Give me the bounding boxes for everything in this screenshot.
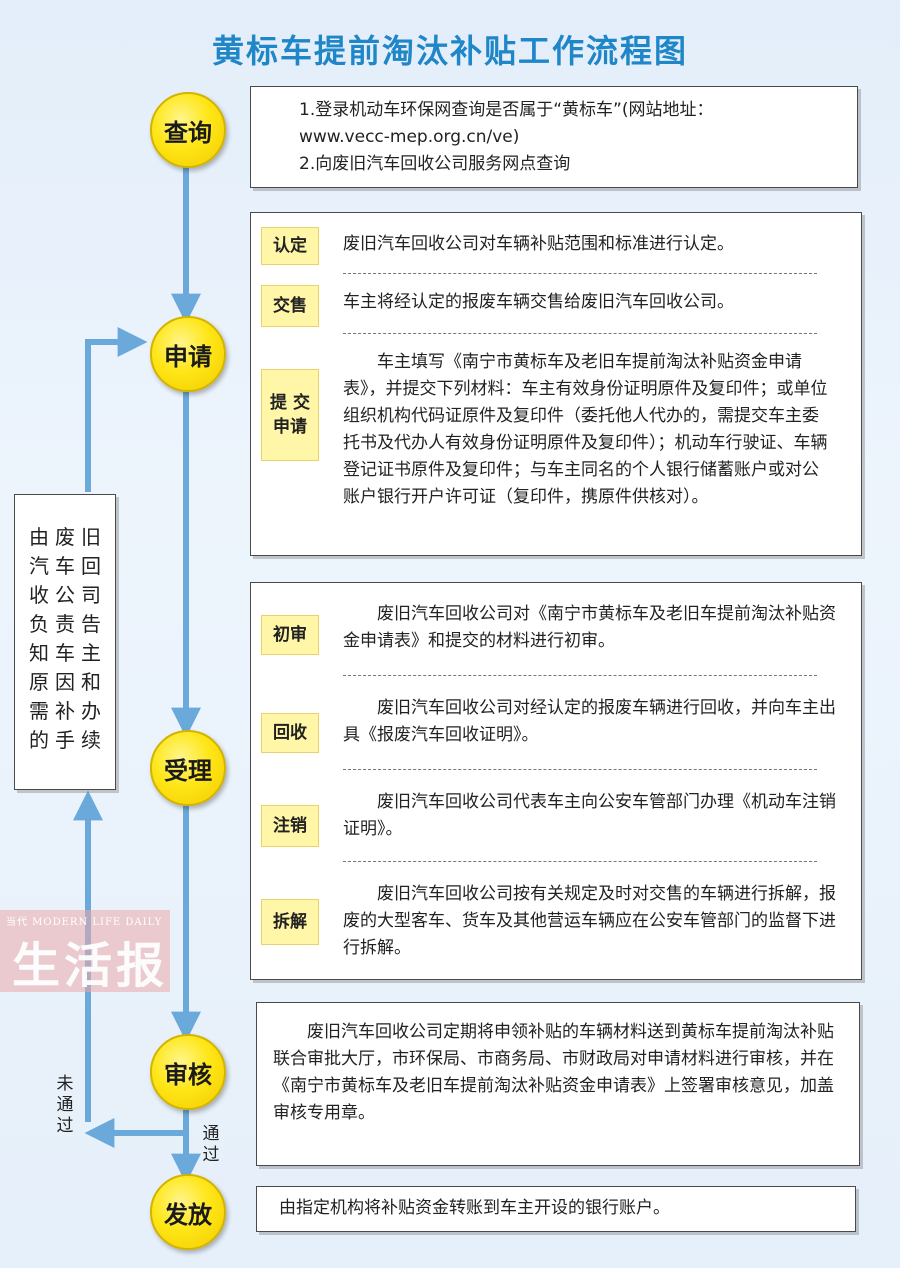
query-box: 1.登录机动车环保网查询是否属于“黄标车”(网站地址： www.vecc-mep… bbox=[250, 86, 858, 188]
tag-sell-label: 交售 bbox=[273, 296, 307, 316]
arrow-note-to-apply bbox=[85, 327, 148, 492]
apply-text-sell: 车主将经认定的报废车辆交售给废旧汽车回收公司。 bbox=[343, 292, 734, 312]
query-line-2: www.vecc-mep.org.cn/ve) bbox=[299, 127, 520, 147]
watermark-logo: 当代 MODERN LIFE DAILY 生活报 bbox=[0, 910, 170, 994]
review-box: 废旧汽车回收公司定期将申领补贴的车辆材料送到黄标车提前淘汰补贴联合审批大厅，市环… bbox=[256, 1002, 860, 1166]
tag-dismantle-label: 拆解 bbox=[273, 912, 307, 932]
watermark-small-text: 当代 MODERN LIFE DAILY bbox=[6, 917, 163, 928]
side-note-col-1: 由汽收负知原需的 bbox=[29, 525, 49, 752]
side-note-col-3: 旧回司告主和办续 bbox=[81, 525, 101, 752]
label-fail: 未通过 bbox=[56, 1074, 74, 1136]
step-query: 查询 bbox=[150, 92, 226, 168]
accept-text-dismantle: 废旧汽车回收公司按有关规定及时对交售的车辆进行拆解，报废的大型客车、货车及其他营… bbox=[343, 884, 836, 958]
tag-confirm: 认定 bbox=[261, 227, 319, 265]
tag-submit-label-2: 申请 bbox=[273, 417, 307, 437]
watermark-big-text: 生活报 bbox=[12, 938, 169, 994]
apply-text-confirm: 废旧汽车回收公司对车辆补贴范围和标准进行认定。 bbox=[343, 234, 734, 254]
step-issue: 发放 bbox=[150, 1174, 226, 1250]
divider bbox=[343, 675, 817, 676]
page-title: 黄标车提前淘汰补贴工作流程图 bbox=[211, 32, 688, 70]
review-text: 废旧汽车回收公司定期将申领补贴的车辆材料送到黄标车提前淘汰补贴联合审批大厅，市环… bbox=[273, 1022, 834, 1123]
side-note-box: 由汽收负知原需的 废车公责车因补手 旧回司告主和办续 bbox=[14, 494, 116, 790]
apply-box: 认定 废旧汽车回收公司对车辆补贴范围和标准进行认定。 交售 车主将经认定的报废车… bbox=[250, 212, 862, 556]
tag-submit-label-1: 提 交 bbox=[270, 393, 310, 413]
accept-text-cancel: 废旧汽车回收公司代表车主向公安车管部门办理《机动车注销证明》。 bbox=[343, 792, 836, 839]
tag-recycle: 回收 bbox=[261, 713, 319, 753]
apply-text-submit: 车主填写《南宁市黄标车及老旧车提前淘汰补贴资金申请表》，并提交下列材料：车主有效… bbox=[343, 352, 828, 507]
issue-box: 由指定机构将补贴资金转账到车主开设的银行账户。 bbox=[256, 1186, 856, 1232]
divider bbox=[343, 861, 817, 862]
query-line-1: 1.登录机动车环保网查询是否属于“黄标车”(网站地址： bbox=[299, 100, 714, 120]
divider bbox=[343, 273, 817, 274]
accept-box: 初审 废旧汽车回收公司对《南宁市黄标车及老旧车提前淘汰补贴资金申请表》和提交的材… bbox=[250, 582, 862, 980]
tag-cancel-label: 注销 bbox=[273, 816, 307, 836]
label-pass: 通过 bbox=[202, 1124, 220, 1165]
query-line-3: 2.向废旧汽车回收公司服务网点查询 bbox=[299, 154, 571, 174]
tag-sell: 交售 bbox=[261, 285, 319, 327]
step-apply: 申请 bbox=[150, 316, 226, 392]
tag-preliminary-label: 初审 bbox=[273, 625, 307, 645]
tag-preliminary: 初审 bbox=[261, 615, 319, 655]
step-review: 审核 bbox=[150, 1034, 226, 1110]
tag-confirm-label: 认定 bbox=[273, 236, 307, 256]
tag-dismantle: 拆解 bbox=[261, 899, 319, 945]
step-accept: 受理 bbox=[150, 730, 226, 806]
side-note-col-2: 废车公责车因补手 bbox=[55, 525, 75, 752]
tag-recycle-label: 回收 bbox=[273, 723, 307, 743]
divider bbox=[343, 769, 817, 770]
issue-text: 由指定机构将补贴资金转账到车主开设的银行账户。 bbox=[279, 1198, 670, 1218]
tag-submit: 提 交 申请 bbox=[261, 369, 319, 461]
tag-cancel: 注销 bbox=[261, 805, 319, 847]
accept-text-recycle: 废旧汽车回收公司对经认定的报废车辆进行回收，并向车主出具《报废汽车回收证明》。 bbox=[343, 698, 836, 745]
divider bbox=[343, 333, 817, 334]
accept-text-preliminary: 废旧汽车回收公司对《南宁市黄标车及老旧车提前淘汰补贴资金申请表》和提交的材料进行… bbox=[343, 604, 836, 651]
